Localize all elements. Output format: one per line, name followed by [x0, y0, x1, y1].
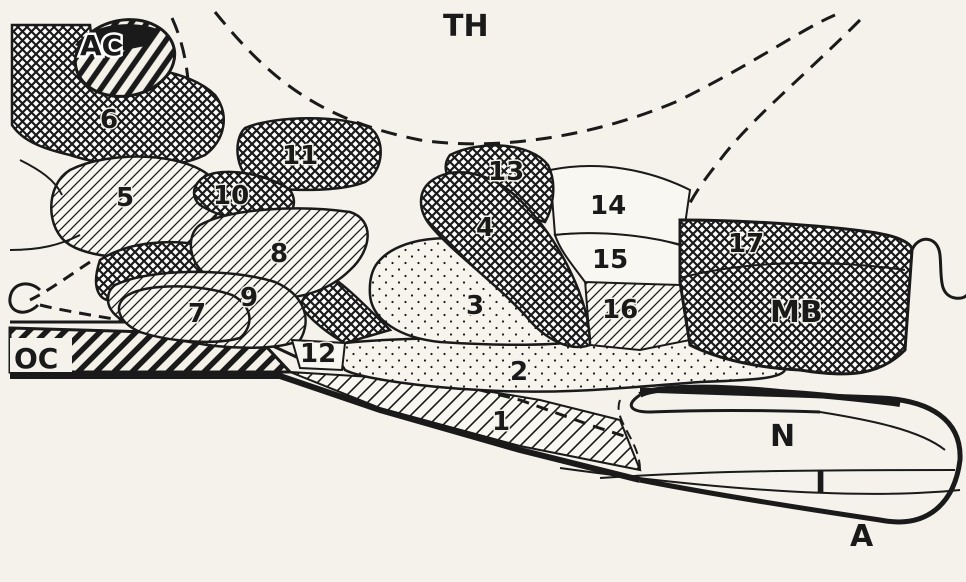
label-13: 13	[488, 157, 524, 187]
label-4: 4	[476, 213, 494, 243]
label-ac: AC	[80, 29, 122, 62]
label-mb: MB	[770, 295, 823, 330]
label-16: 16	[602, 295, 638, 325]
label-oc: OC	[14, 342, 58, 375]
label-12: 12	[300, 339, 336, 369]
label-15: 15	[592, 245, 628, 275]
label-9: 9	[240, 283, 258, 313]
label-th: TH	[443, 9, 489, 44]
label-a: A	[850, 519, 874, 554]
label-7: 7	[188, 299, 206, 329]
label-5: 5	[116, 183, 134, 213]
label-11: 11	[282, 141, 318, 171]
label-8: 8	[270, 239, 288, 269]
label-2: 2	[510, 357, 528, 387]
label-i: I	[815, 465, 826, 500]
mammillary-tail	[912, 239, 966, 298]
label-10: 10	[213, 181, 249, 211]
label-17: 17	[728, 229, 764, 259]
label-3: 3	[466, 291, 484, 321]
label-14: 14	[590, 191, 626, 221]
label-6: 6	[100, 105, 118, 135]
label-n: N	[770, 419, 795, 454]
label-1: 1	[492, 407, 510, 437]
